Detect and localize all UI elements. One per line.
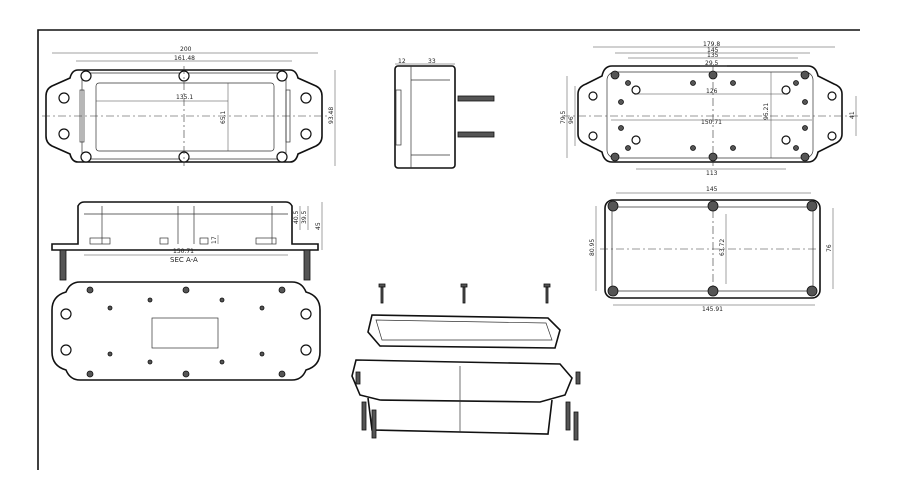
dim-label: 150.71 [173,248,194,255]
dim-label: 17 [211,236,218,244]
dim-label: 79.5 [560,110,567,124]
dim-label: 95.21 [763,103,770,120]
dim-label: 126 [706,88,718,95]
dim-label: 93.48 [328,107,335,124]
dim-label: 179.8 [703,41,720,48]
dim-label: 45 [315,222,322,230]
dim-label: 65.1 [220,110,227,124]
side-view: 12 33 [394,58,495,169]
section-label: SEC A-A [170,256,198,264]
section-view: 150.71 SEC A-A 45 40.5 39.5 17 [51,201,323,281]
dim-label: 29.5 [705,60,719,67]
dim-label: 41 [849,111,856,119]
dim-label: 145.91 [702,306,723,313]
dim-label: 12 [398,58,406,65]
dim-label: 40.5 [293,210,300,224]
dim-label: 80.95 [589,239,596,256]
dim-label: 150.71 [701,119,722,126]
dim-label: 135 [707,52,719,59]
lid-view: 145 145.91 80.95 63.72 76 [589,186,834,313]
dim-label: 63.72 [719,239,726,256]
dim-label: 76 [826,244,833,252]
dim-label: 200 [180,46,192,53]
bottom-view: 179.8 145 135 29.5 126 150.71 95.21 113 … [560,41,858,177]
dim-label: 33 [428,58,436,65]
drawing-frame [37,29,860,470]
underside-view [51,281,321,381]
dim-label: 113 [706,170,718,177]
dim-label: 39.5 [301,210,308,224]
exploded-view [351,283,581,441]
dim-label: 145 [706,186,718,193]
top-view: 200 161.48 135.1 65.1 93.48 [42,46,336,166]
dim-label: 96 [568,116,575,124]
dim-label: 145 [707,47,719,54]
dim-label: 161.48 [174,55,195,62]
dim-label: 135.1 [176,94,193,101]
